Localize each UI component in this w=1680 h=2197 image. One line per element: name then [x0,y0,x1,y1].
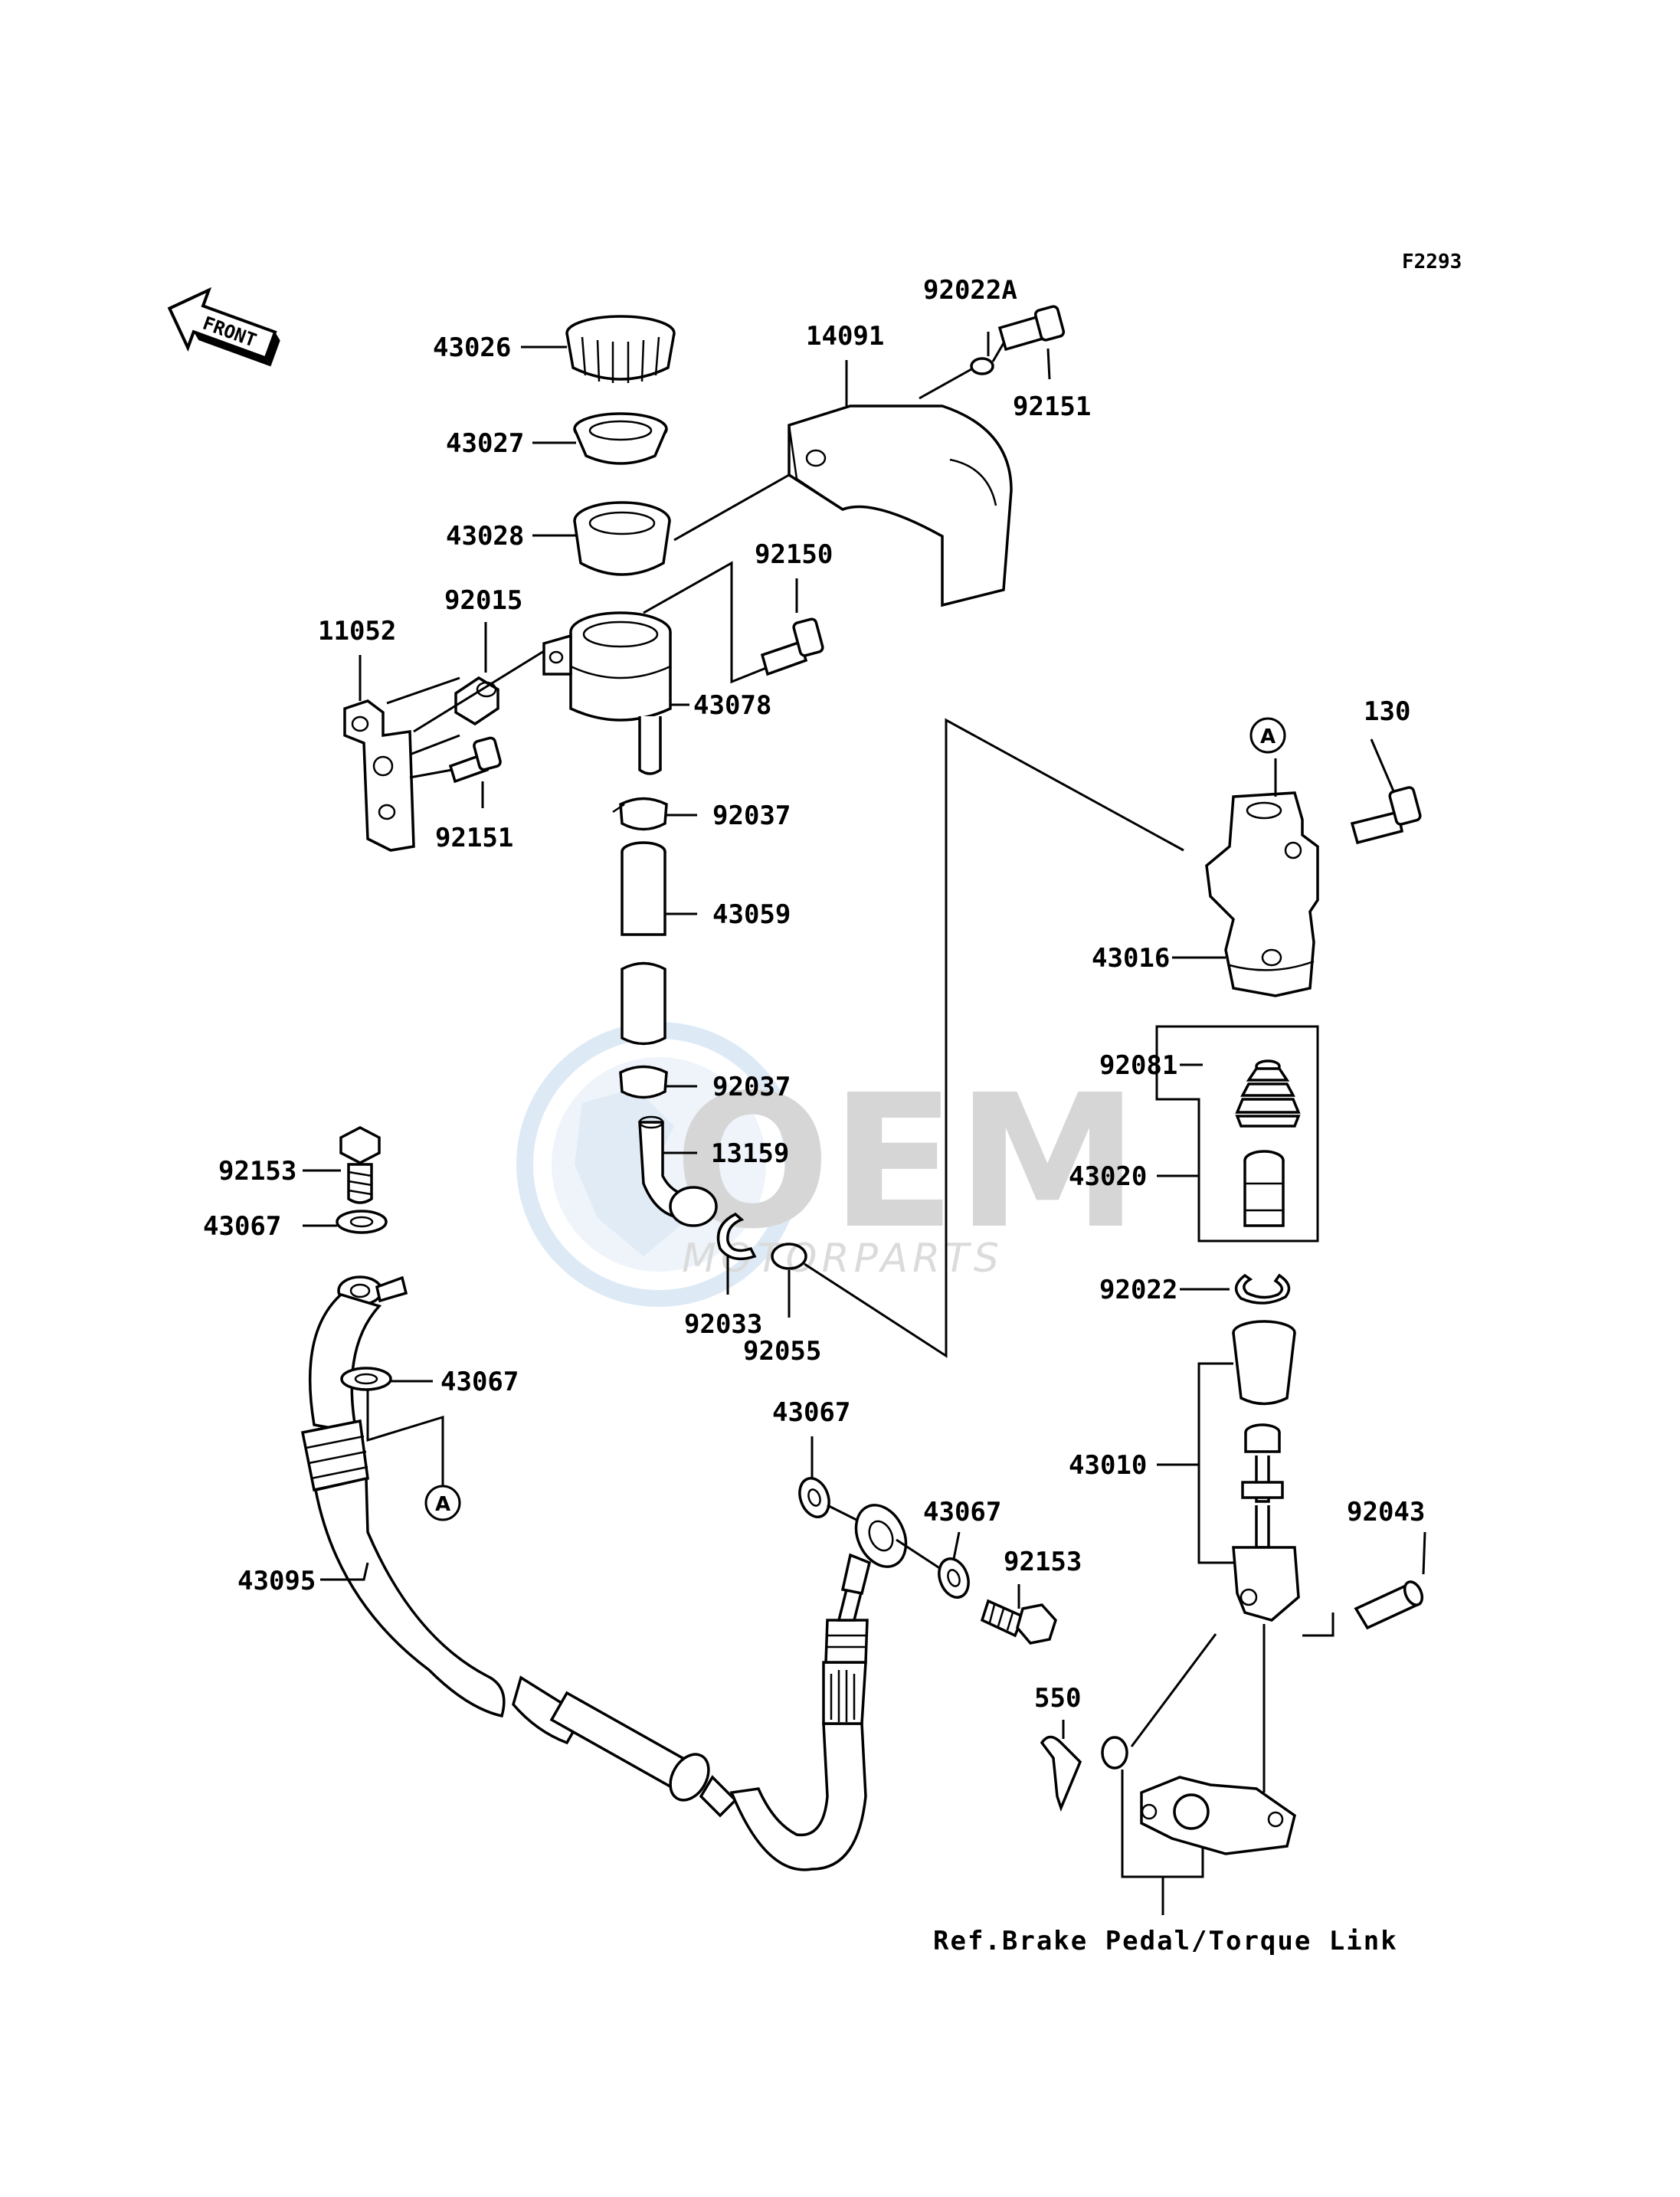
part-label: 92043 [1347,1497,1425,1527]
part-label: 43010 [1069,1450,1147,1481]
reference-note: Ref.Brake Pedal/Torque Link [933,1926,1398,1956]
part-label: 92033 [684,1309,762,1340]
sealing-washer-part [336,1210,388,1234]
cotter-pin-part [1040,1735,1082,1812]
part-label: 43026 [433,332,511,363]
part-label: 92022 [1099,1275,1177,1305]
spring-part [1235,1059,1301,1128]
svg-text:A: A [1260,725,1276,748]
hose-clamp-part [612,797,668,831]
hose-clamp-part [619,1065,668,1099]
part-label: 92153 [218,1156,296,1187]
sealing-washer-part [798,1477,830,1518]
part-label: 11052 [318,616,396,647]
part-label: 130 [1364,696,1410,727]
part-label: 43067 [923,1497,1001,1527]
hose-joint-part [638,1115,718,1227]
diaphragm-part [573,501,671,576]
part-label: 43067 [772,1397,850,1428]
pin-part [1354,1580,1424,1630]
part-label: 43020 [1069,1161,1147,1192]
part-label: 92022A [923,275,1017,306]
svg-text:A: A [435,1493,450,1516]
reservoir-cap-part [565,315,676,383]
banjo-bolt-part [339,1126,381,1204]
part-label: 43067 [203,1211,281,1242]
part-label: 43028 [446,521,524,552]
banjo-bolt-part [980,1599,1057,1645]
watermark-sub: MOTORPARTS [682,1236,1004,1282]
washer-part [970,357,994,375]
bolt-part [1350,786,1422,845]
circlip-part [1234,1273,1291,1305]
reservoir-guard-part [788,404,1013,607]
callout-marker-a-bottom: A [424,1485,461,1521]
washer-part [1101,1736,1128,1770]
part-label: 43067 [440,1367,519,1397]
part-label: 92151 [435,823,513,853]
watermark-logo: OEM MOTORPARTS [516,1022,1139,1307]
reservoir-body-part [542,611,672,775]
hose-part [621,841,666,1046]
part-label: 92037 [712,801,791,831]
part-label: 13159 [711,1138,789,1169]
part-label: 43095 [237,1566,316,1596]
part-label: 43059 [712,899,791,930]
part-label: 92081 [1099,1050,1177,1081]
part-label: 43016 [1092,943,1170,974]
part-label: 92037 [712,1072,791,1102]
part-label: 92015 [444,585,522,616]
part-label: 92153 [1004,1547,1082,1577]
bolt-part [448,736,502,784]
o-ring-part [771,1243,807,1270]
part-labels: 43026 43027 43028 14091 92022A 92151 921… [203,275,1425,1714]
brake-pedal-link-part [1140,1776,1296,1855]
circlip-part [716,1212,757,1261]
bolt-part [760,617,824,676]
sealing-washer-part [340,1367,392,1391]
dust-boot-part [1232,1320,1296,1406]
bracket-part [343,699,415,852]
piston-part [1243,1150,1285,1227]
part-label: 43027 [446,428,524,459]
part-label: 14091 [806,321,884,352]
piston-kit-bracket [1155,1025,1319,1243]
part-label: 43078 [693,690,771,721]
diaphragm-plate-part [573,412,668,465]
master-cylinder-body-part [1205,791,1319,997]
brake-hose-part [300,1275,908,1871]
callout-marker-a-top: A [1249,717,1286,754]
collar-part [454,676,499,726]
front-arrow-icon: FRONT [167,286,280,367]
part-label: 92055 [743,1336,821,1367]
watermark-brand: OEM [674,1055,1139,1269]
bolt-part [997,305,1066,352]
push-rod-part [1232,1423,1300,1622]
part-label: 92151 [1013,391,1091,422]
sealing-washer-part [938,1557,970,1599]
leader-lines [303,332,1426,1915]
part-label: 550 [1034,1683,1081,1714]
diagram-code: F2293 [1402,250,1462,273]
part-label: 92150 [755,539,833,570]
